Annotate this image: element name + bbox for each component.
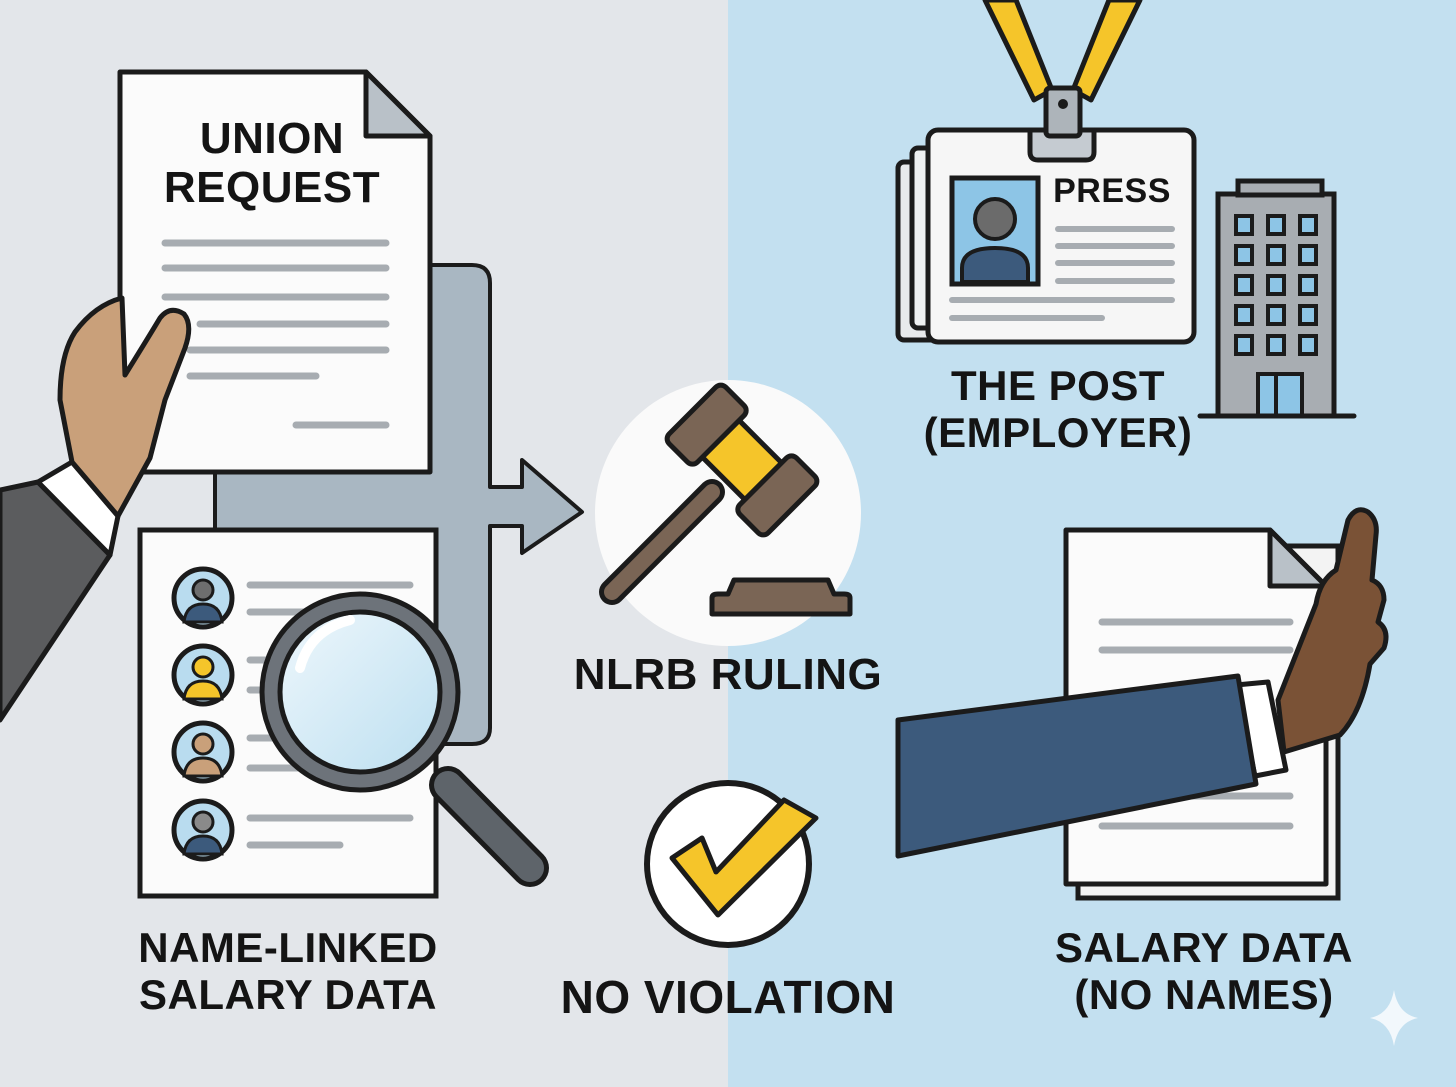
left-arm	[0, 459, 121, 723]
avatar	[171, 720, 235, 784]
name-linked-line1: NAME-LINKED	[138, 924, 438, 971]
avatar	[171, 798, 235, 862]
outcome-text: NO VIOLATION	[560, 971, 896, 1023]
sparkle-icon	[1370, 990, 1418, 1046]
employer-line1: THE POST	[950, 362, 1166, 409]
name-linked-line2: SALARY DATA	[139, 971, 437, 1019]
union-request-line1: UNION	[199, 114, 345, 163]
office-building-icon	[1197, 178, 1357, 419]
outcome-label: NO VIOLATION	[530, 971, 926, 1024]
name-linked-label: NAME-LINKED SALARY DATA	[110, 924, 466, 1018]
union-request-title: UNION REQUEST	[150, 114, 394, 213]
employer-label: THE POST (EMPLOYER)	[900, 362, 1216, 456]
stop-hand-icon	[895, 507, 1389, 859]
press-label: PRESS	[1053, 172, 1171, 210]
anonymous-salary-label: SALARY DATA (NO NAMES)	[1034, 924, 1374, 1018]
ruling-text: NLRB RULING	[573, 650, 883, 699]
avatar	[171, 566, 235, 630]
anonymous-line2: (NO NAMES)	[1074, 971, 1334, 1019]
magnifying-glass-icon	[259, 591, 549, 887]
employer-line2: (EMPLOYER)	[923, 409, 1193, 457]
gavel-icon	[595, 380, 861, 646]
hand-icon	[57, 295, 192, 519]
document-icon	[117, 69, 433, 475]
ruling-label: NLRB RULING	[550, 650, 906, 699]
press-badge-label: PRESS	[1040, 172, 1184, 210]
union-request-line2: REQUEST	[163, 163, 381, 213]
press-badge-icon	[895, 0, 1197, 345]
checkmark-icon	[644, 780, 819, 948]
avatar	[171, 643, 235, 707]
anonymous-line1: SALARY DATA	[1055, 924, 1353, 971]
